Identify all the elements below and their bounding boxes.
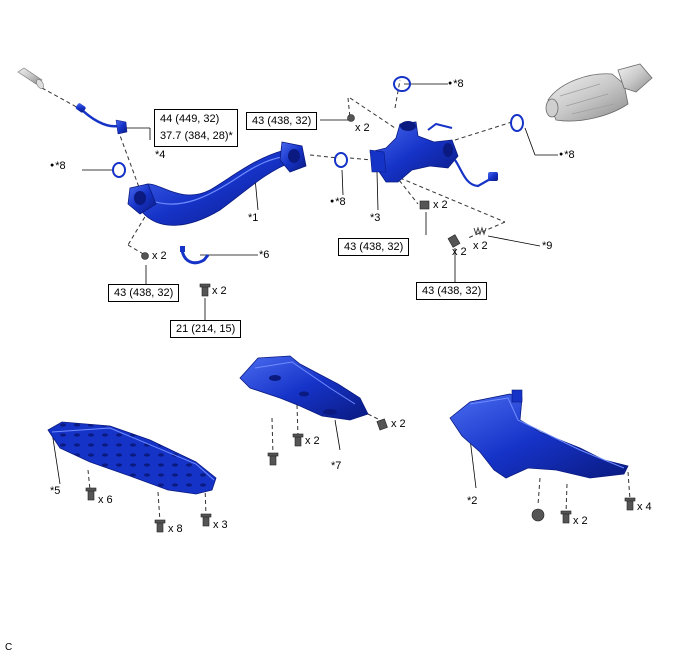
diagram-code: C bbox=[5, 642, 13, 653]
compression-spring-part-9 bbox=[473, 226, 487, 236]
qty-mid-right: x 2 bbox=[433, 199, 448, 211]
callout-8-left: *8 bbox=[50, 160, 65, 172]
callout-7: *7 bbox=[331, 460, 342, 472]
qty-left-nut: x 2 bbox=[152, 250, 167, 262]
engine-under-cover-part-2 bbox=[449, 389, 629, 479]
rear-pipe-stub bbox=[17, 67, 44, 89]
qty-cover2-b: x 4 bbox=[637, 501, 652, 513]
bracket-part-6 bbox=[180, 246, 210, 265]
callout-2: *2 bbox=[467, 495, 478, 507]
torque-box-bracket: 21 (214, 15) bbox=[170, 320, 242, 338]
qty-cover7-right: x 2 bbox=[391, 418, 406, 430]
torque-o2-upper: 44 (449, 32) bbox=[160, 113, 220, 125]
gasket-top bbox=[393, 76, 411, 92]
qty-cover5-a: x 6 bbox=[98, 494, 113, 506]
gasket-center bbox=[334, 152, 348, 168]
qty-cover5-b: x 8 bbox=[168, 523, 183, 535]
engine-under-cover-part-7 bbox=[239, 355, 369, 421]
exhaust-front-pipe-part-1 bbox=[127, 141, 307, 226]
catalytic-converter bbox=[545, 63, 653, 122]
gasket-right bbox=[510, 114, 524, 132]
exhaust-manifold-part-3 bbox=[369, 121, 498, 188]
torque-box-left-nut: 43 (438, 32) bbox=[108, 284, 180, 302]
qty-bolt-bottom: x 2 bbox=[452, 246, 467, 258]
qty-spring: x 2 bbox=[473, 240, 488, 252]
torque-box-bottom-right: 43 (438, 32) bbox=[416, 282, 488, 300]
qty-top-mid: x 2 bbox=[355, 122, 370, 134]
callout-9: *9 bbox=[542, 240, 553, 252]
callout-8-center: *8 bbox=[330, 196, 345, 208]
gasket-left bbox=[112, 162, 126, 178]
callout-8-top: *8 bbox=[448, 78, 463, 90]
qty-cover2-a: x 2 bbox=[573, 515, 588, 527]
torque-box-oxygen-sensor: 44 (449, 32) 37.7 (384, 28)* bbox=[154, 109, 238, 147]
callout-5: *5 bbox=[50, 485, 61, 497]
engine-under-cover-part-5 bbox=[47, 421, 217, 495]
qty-cover7-bolt: x 2 bbox=[305, 435, 320, 447]
guide-lines bbox=[41, 79, 631, 523]
torque-o2-lower: 37.7 (384, 28)* bbox=[160, 130, 233, 142]
torque-box-mid-right: 43 (438, 32) bbox=[338, 238, 410, 256]
fasteners bbox=[85, 114, 636, 533]
qty-bracket: x 2 bbox=[212, 285, 227, 297]
callout-4: *4 bbox=[155, 149, 166, 161]
callout-6: *6 bbox=[259, 249, 270, 261]
qty-cover5-c: x 3 bbox=[213, 519, 228, 531]
oxygen-sensor-part-4 bbox=[75, 103, 128, 135]
torque-box-top-mid: 43 (438, 32) bbox=[246, 112, 318, 130]
callout-1: *1 bbox=[248, 212, 259, 224]
callout-3: *3 bbox=[370, 212, 381, 224]
callout-8-right: *8 bbox=[559, 149, 574, 161]
